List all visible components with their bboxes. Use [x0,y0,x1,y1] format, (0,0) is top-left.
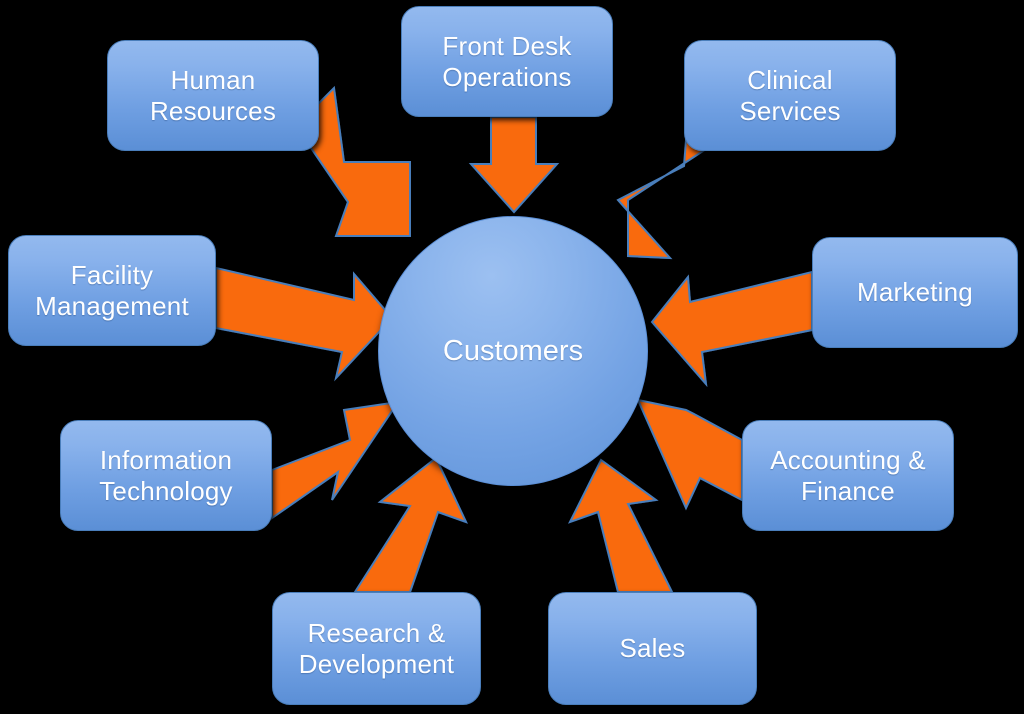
arrow-marketing [650,270,813,388]
arrow-front-desk-operations [468,116,560,214]
arrow-facility-management [215,266,394,382]
node-clinical-services[interactable]: Clinical Services [684,40,896,151]
hub-node-label: Customers [442,334,584,367]
node-information-technology[interactable]: Information Technology [60,420,272,531]
node-label: Facility Management [35,259,189,321]
node-accounting-finance[interactable]: Accounting & Finance [742,420,954,531]
node-label: Clinical Services [739,64,841,126]
arrow-accounting-finance [636,398,743,511]
node-label: Research & Development [298,617,455,679]
node-facility-management[interactable]: Facility Management [8,235,216,346]
node-label: Accounting & Finance [770,444,926,506]
arrow-research-development [353,456,468,593]
node-sales[interactable]: Sales [548,592,757,705]
node-label: Marketing [857,277,973,308]
node-human-resources[interactable]: Human Resources [107,40,319,151]
node-label: Front Desk Operations [442,30,572,92]
node-research-development[interactable]: Research & Development [272,592,481,705]
node-front-desk-operations[interactable]: Front Desk Operations [401,6,613,117]
node-label: Human Resources [149,64,277,126]
node-marketing[interactable]: Marketing [812,237,1018,348]
node-label: Information Technology [99,444,233,506]
node-label: Sales [619,633,686,664]
hub-node-customers[interactable]: Customers [378,216,648,486]
arrow-information-technology [271,400,401,520]
arrow-sales [567,458,674,593]
